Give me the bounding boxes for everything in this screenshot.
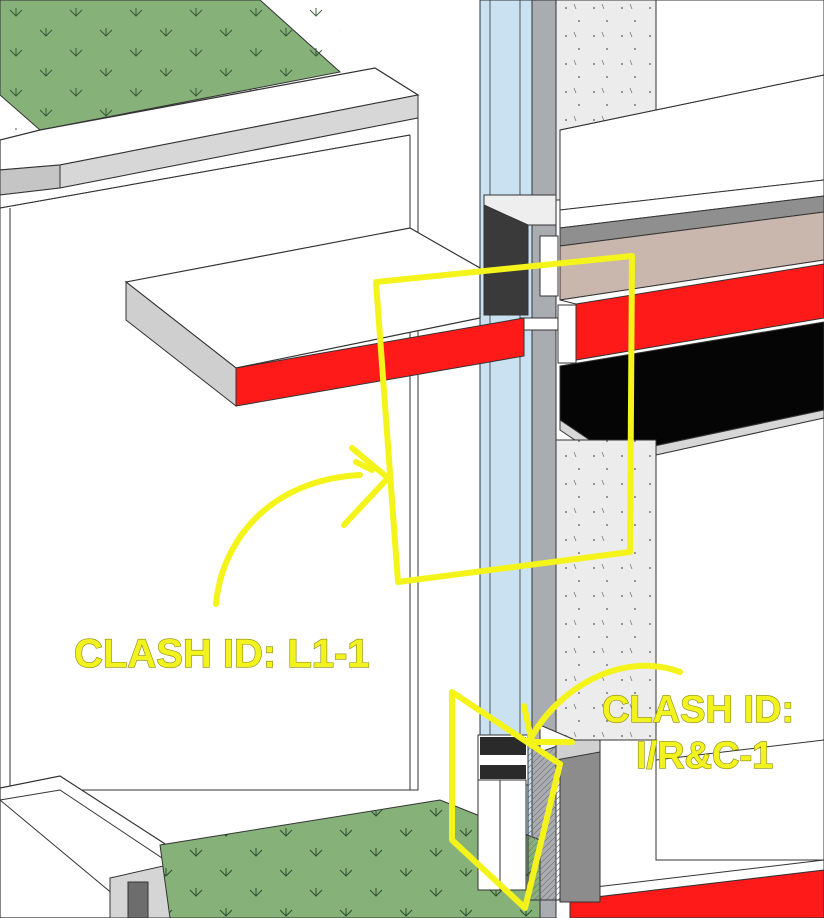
upper-roof xyxy=(0,0,420,196)
clash-id-label-2-line2: I/R&C-1 xyxy=(636,735,773,777)
clash-markup-ir-c-1 xyxy=(449,662,683,911)
clash-id-label-1: CLASH ID: L1-1 xyxy=(74,632,370,676)
lower-roof xyxy=(0,775,541,918)
clash-markup-l1-1 xyxy=(213,253,635,607)
clash-id-label-2-line1: CLASH ID: xyxy=(602,689,794,731)
wall-base-detail xyxy=(477,724,601,903)
right-structure xyxy=(555,0,824,918)
